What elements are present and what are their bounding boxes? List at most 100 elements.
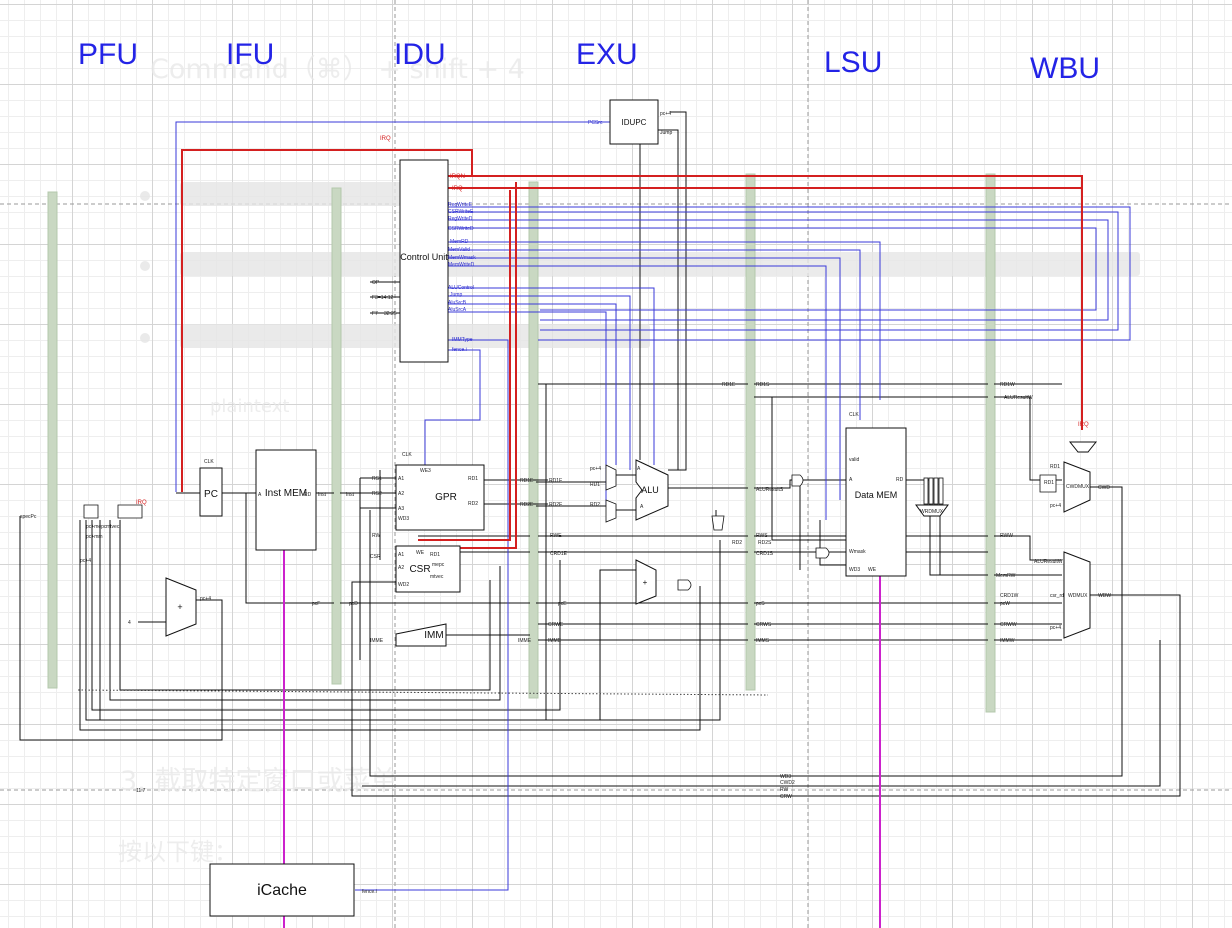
pc-label: PC <box>204 489 218 500</box>
stage-wbu: WBU <box>1030 52 1100 85</box>
alu-label: ALU <box>641 485 659 495</box>
inst-f: Inst <box>346 492 355 498</box>
stage-idu: IDU <box>394 38 446 71</box>
fence: fence.i <box>452 347 467 353</box>
rd1e-in: RD1E <box>520 478 534 484</box>
rd2s: RD2S <box>758 540 772 546</box>
aluresult-wbu: ALUResultW <box>1034 559 1063 565</box>
data-mem-block <box>845 427 907 577</box>
dmem-wmask: Wmask <box>849 549 866 555</box>
pc4-out: pc+4 <box>200 596 211 602</box>
dmem-rd: RD <box>896 477 904 483</box>
wdw-out: WDW <box>1098 593 1111 599</box>
wrdmux-label: WRDMUX <box>920 509 944 515</box>
imm-e-in: IMME <box>518 638 532 644</box>
aluresultw-top: ALUResultW <box>1004 395 1033 401</box>
overlay-keys: 按以下键： <box>118 838 238 866</box>
regwritee: RegWriteE <box>448 202 473 208</box>
f7-in: F7 <box>372 311 378 317</box>
pc4-wbu: pc+4 <box>1050 625 1061 631</box>
rs2: RS2 <box>372 491 382 497</box>
inst-mem-block <box>255 449 317 551</box>
stage-exu: EXU <box>576 38 638 71</box>
irq-top: IRQ <box>380 136 391 142</box>
pipeline-registers <box>47 173 996 713</box>
reg-lsu-wbu <box>985 173 996 713</box>
gpr-label: GPR <box>435 492 457 503</box>
rd1-wbu: RD1 <box>1050 464 1060 470</box>
irq-pfu: IRQ <box>136 500 147 506</box>
gpr-wd3: WD3 <box>398 516 409 522</box>
specpc: specPc <box>20 514 37 520</box>
rwe: RWE <box>550 533 562 539</box>
csrwrited: CSRWriteD <box>448 226 474 232</box>
dmem-wd3: WD3 <box>849 567 860 573</box>
reg-pfu-ifu <box>47 191 58 689</box>
f7-bits: 32:25 <box>384 311 397 317</box>
alucontrol: ALUControl <box>448 285 474 291</box>
rd1e-top: RD1E <box>722 382 736 388</box>
csr-a2: A2 <box>398 565 404 571</box>
pcd-label: pcD <box>349 601 358 607</box>
pc-minus4: pc+4 <box>80 558 91 564</box>
crwe: CRWE <box>548 622 564 628</box>
aluresults: ALUResultS <box>756 487 784 493</box>
pc-mepc: pc+mepc <box>86 524 107 530</box>
adder-exu-label: + <box>643 578 648 587</box>
adder-exu-block <box>635 559 657 605</box>
csr-mtvec: mtvec <box>430 574 444 580</box>
gpr-a1: A1 <box>398 476 404 482</box>
imms: IMMS <box>756 638 770 644</box>
wd3-bottom: WD3 <box>780 774 791 780</box>
op-in: OP <box>372 280 380 286</box>
overlay-plaintext: plaintext <box>210 396 289 417</box>
rd1s-top: RD1S <box>756 382 770 388</box>
dmem-valid: valid <box>849 457 860 463</box>
dotted-bus <box>77 689 769 696</box>
csr-rd1: RD1 <box>430 552 440 558</box>
crw-bottom: CRW <box>780 794 792 800</box>
inst-mem-label: Inst MEM <box>265 488 307 499</box>
alu-in-rd1: RD1 <box>590 482 600 488</box>
rws: RWS <box>756 533 768 539</box>
imem-rd: RD <box>304 492 312 498</box>
pc-mtvec: mtvec <box>106 524 120 530</box>
pce-label: pcE <box>558 601 567 607</box>
dmem-we: WE <box>868 567 877 573</box>
alu-b: A <box>640 504 644 510</box>
inst-wire: Inst <box>318 492 327 498</box>
irq-mux-block <box>1068 441 1098 453</box>
immw: IMMW <box>1000 638 1015 644</box>
data-mem-label: Data MEM <box>855 490 898 500</box>
csr-mepc: mepc <box>432 562 445 568</box>
gpr-a2: A2 <box>398 491 404 497</box>
reg-exu-lsu <box>745 173 756 691</box>
csr-we: WE <box>416 550 425 556</box>
crws: CRWS <box>756 622 772 628</box>
blue-control-wires <box>175 121 1131 891</box>
rd2e-out: RD2E <box>549 502 563 508</box>
imme: IMME <box>548 638 562 644</box>
red-irq-wires <box>181 149 1083 549</box>
cwdmux-block <box>1063 461 1091 513</box>
stage-ifu: IFU <box>226 38 274 71</box>
memwrited: MemWriteD <box>448 262 475 268</box>
memrw: MemRW <box>996 573 1016 579</box>
imm-block <box>395 623 447 647</box>
gpr-rd2: RD2 <box>468 501 478 507</box>
idupc-block <box>609 99 659 145</box>
stage-lsu: LSU <box>824 46 882 79</box>
reg-ifu-idu <box>331 187 342 685</box>
small-muxes <box>83 464 1057 591</box>
immtype: IMMType <box>452 337 473 343</box>
memvalid: MemValid <box>448 247 470 253</box>
control-unit-label: Control Unit <box>400 252 448 262</box>
crww: CRWW <box>1000 622 1017 628</box>
rd1e-out: RD1E <box>549 478 563 484</box>
csrwritee: CSRWriteE <box>448 209 474 215</box>
irq-wbu: IRQ <box>1078 422 1089 428</box>
reg-idu-exu <box>528 181 539 699</box>
crd1e: CRD1E <box>550 551 568 557</box>
irq-cu: IRQ <box>452 186 463 192</box>
